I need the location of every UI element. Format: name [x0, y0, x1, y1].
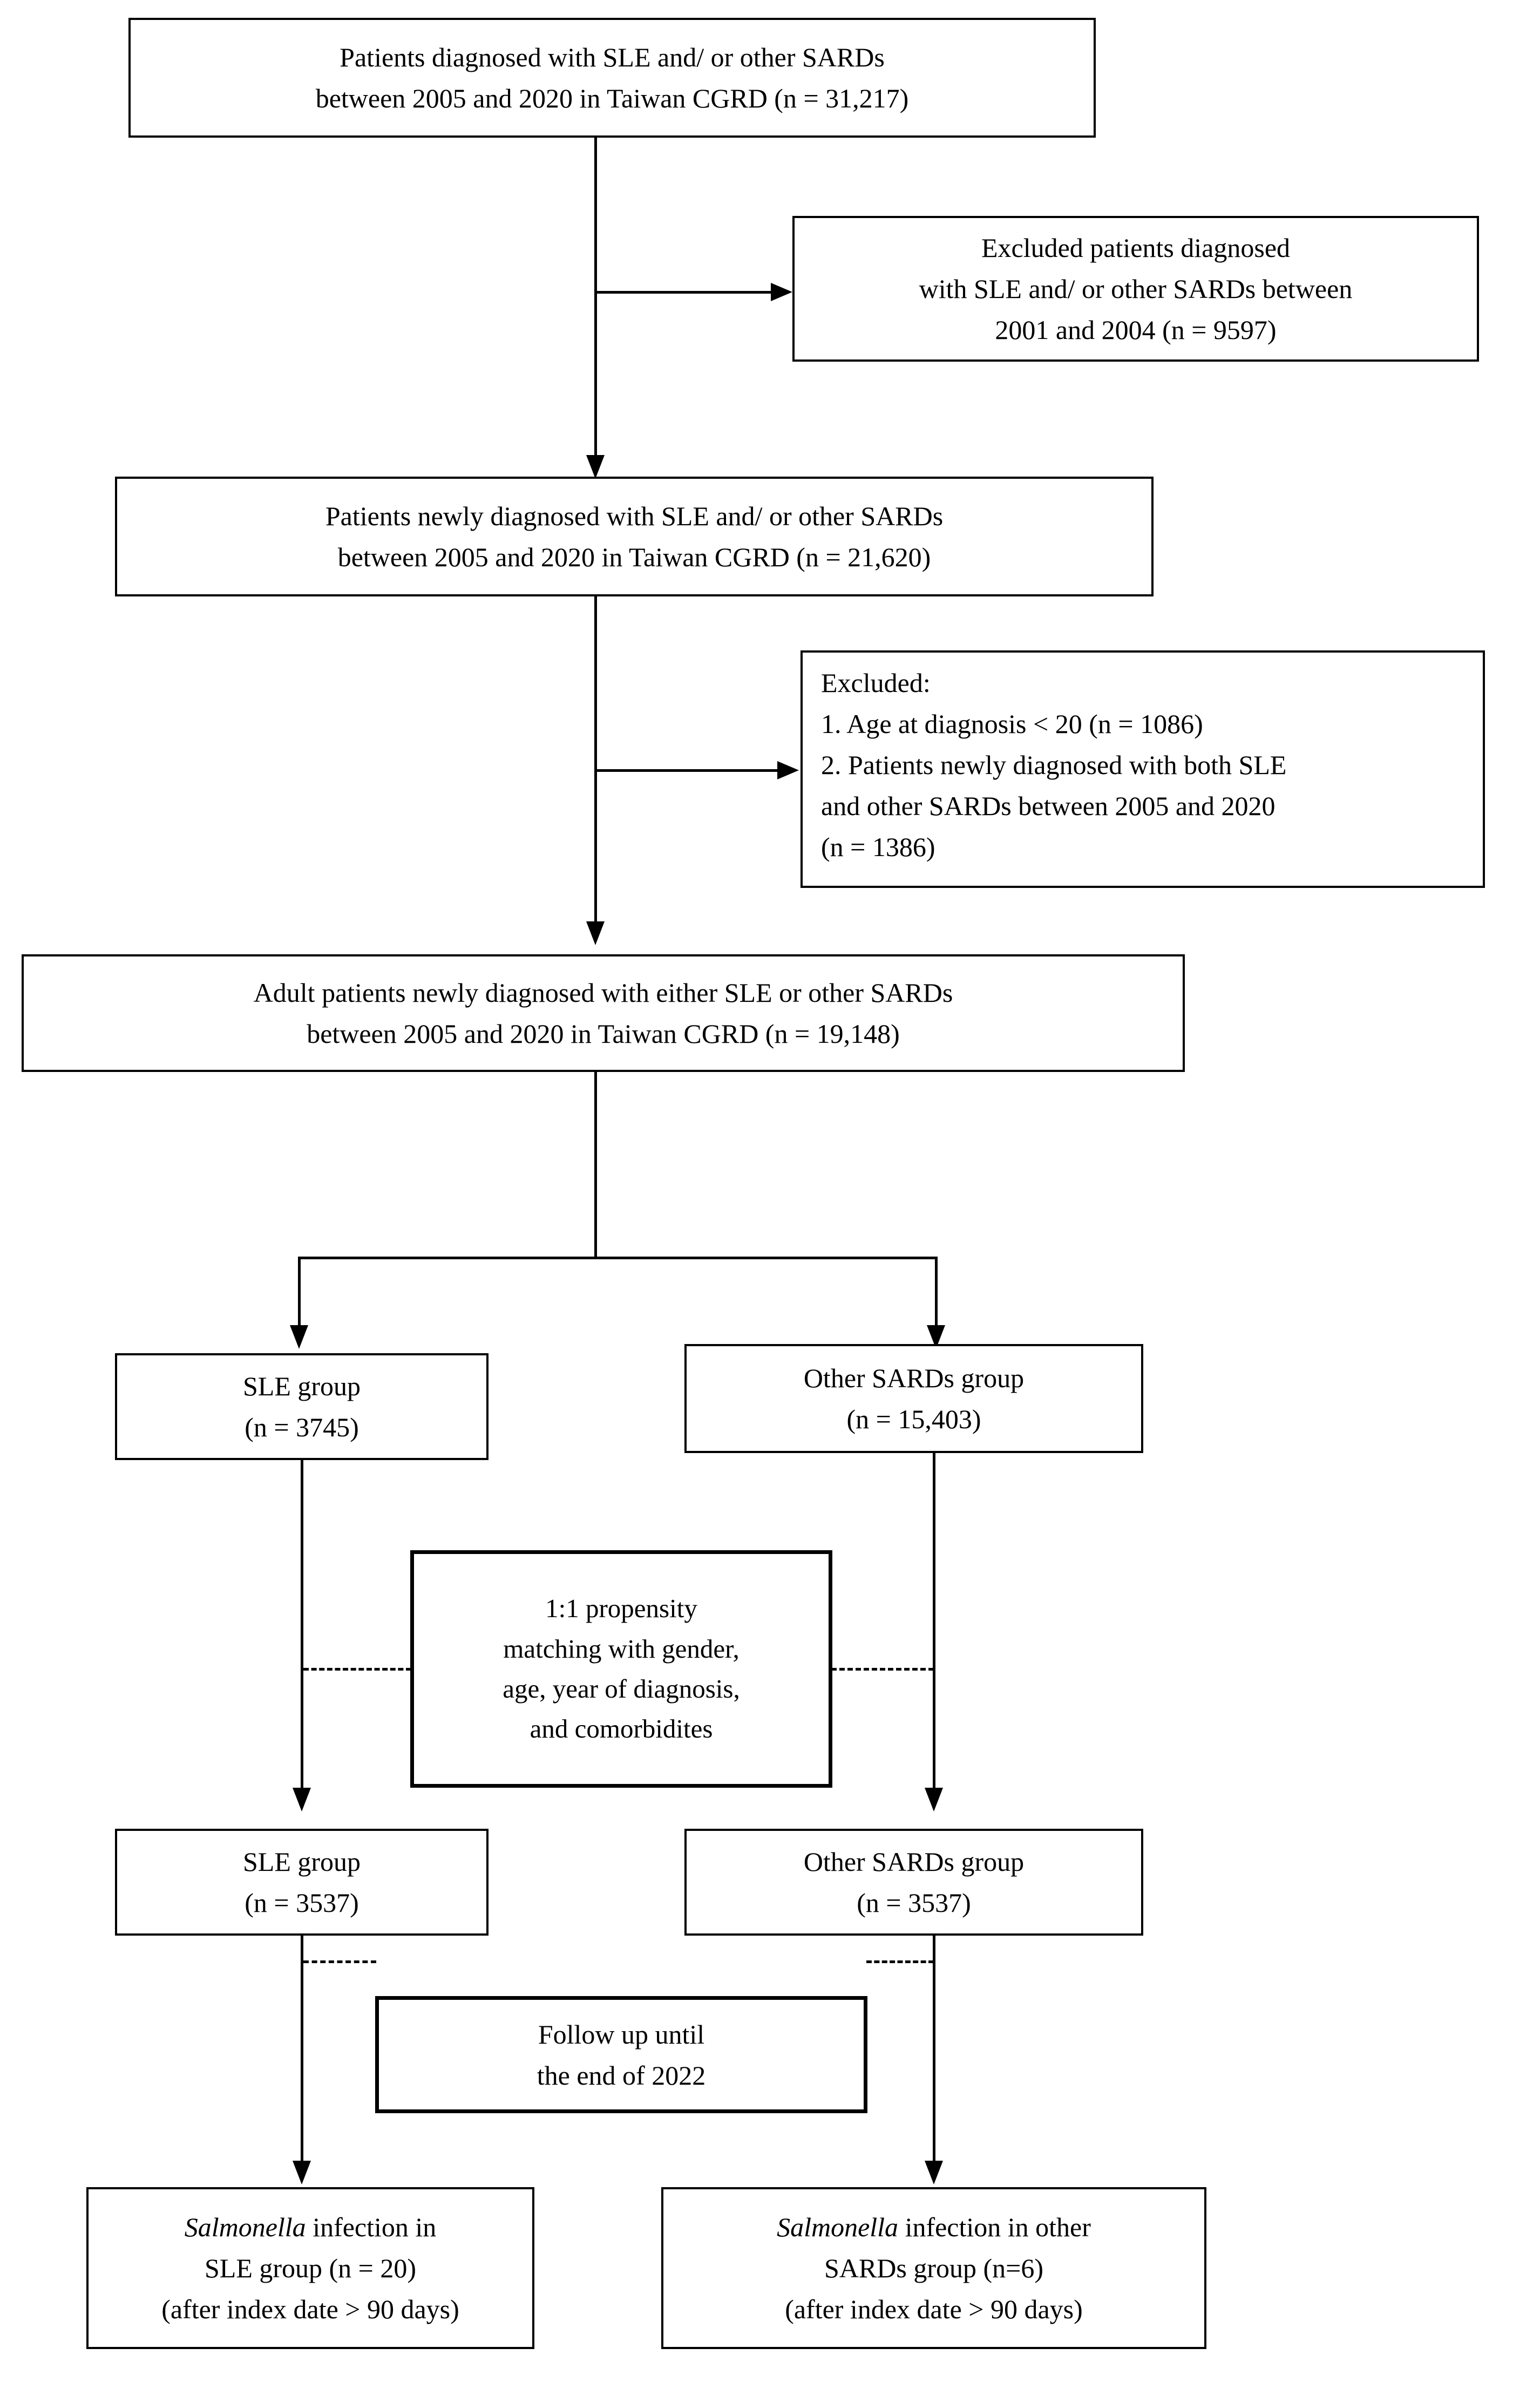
- connector-fork-bar: [298, 1257, 938, 1259]
- node-outcome-sle-line1: Salmonella infection in: [185, 2207, 437, 2248]
- arrow-sle-pre-to-post: [293, 1788, 311, 1811]
- node-sle-group-post-line2: (n = 3537): [245, 1888, 359, 1918]
- node-sle-group-post-line1: SLE group: [242, 1847, 361, 1877]
- node-adult-cohort-line2: between 2005 and 2020 in Taiwan CGRD (n …: [307, 1019, 900, 1049]
- arrow-source-to-excluded-prior: [771, 283, 792, 301]
- dash-right-to-matching: [831, 1668, 934, 1671]
- node-sle-group-pre: SLE group (n = 3745): [115, 1353, 489, 1460]
- node-outcome-sards-line1: Salmonella infection in other: [777, 2207, 1091, 2248]
- node-excluded-criteria-item2-line2: and other SARDs between 2005 and 2020: [821, 791, 1276, 821]
- node-adult-cohort: Adult patients newly diagnosed with eith…: [22, 954, 1185, 1072]
- pathogen-name-italic: Salmonella: [184, 2212, 306, 2242]
- node-sards-group-post: Other SARDs group (n = 3537): [684, 1829, 1143, 1936]
- node-outcome-sards-line3: (after index date > 90 days): [785, 2294, 1083, 2324]
- connector-sle-pre-to-post: [301, 1460, 303, 1797]
- node-adult-cohort-line1: Adult patients newly diagnosed with eith…: [253, 978, 953, 1008]
- node-excluded-criteria-item1: 1. Age at diagnosis < 20 (n = 1086): [821, 709, 1203, 739]
- node-propensity-matching-line2: matching with gender,: [503, 1633, 740, 1664]
- node-followup: Follow up until the end of 2022: [375, 1996, 867, 2113]
- connector-sards-pre-to-post: [933, 1453, 935, 1797]
- node-source-cohort-line1: Patients diagnosed with SLE and/ or othe…: [340, 42, 885, 72]
- node-sle-group-pre-line1: SLE group: [242, 1371, 361, 1401]
- node-sards-group-post-line1: Other SARDs group: [803, 1847, 1025, 1877]
- node-outcome-sards: Salmonella infection in other SARDs grou…: [661, 2187, 1206, 2349]
- node-sards-group-pre-line2: (n = 15,403): [846, 1404, 981, 1434]
- node-excluded-criteria-item2-line3: (n = 1386): [821, 832, 935, 862]
- node-excluded-criteria: Excluded: 1. Age at diagnosis < 20 (n = …: [800, 650, 1485, 888]
- connector-fork-left: [298, 1257, 301, 1332]
- arrow-sards-post-to-outcome: [925, 2161, 943, 2184]
- node-followup-line2: the end of 2022: [537, 2060, 706, 2091]
- node-source-cohort-line2: between 2005 and 2020 in Taiwan CGRD (n …: [315, 83, 909, 113]
- node-sle-group-post: SLE group (n = 3537): [115, 1829, 489, 1936]
- connector-sards-post-to-outcome: [933, 1936, 935, 2170]
- dash-right-to-followup: [866, 1960, 934, 1963]
- connector-adult-trunk: [594, 1072, 597, 1259]
- arrow-sards-pre-to-post: [925, 1788, 943, 1811]
- node-excluded-prior-line2: with SLE and/ or other SARDs between: [919, 274, 1353, 304]
- connector-source-to-newly: [594, 138, 597, 465]
- node-sle-group-pre-line2: (n = 3745): [245, 1412, 359, 1442]
- arrow-newly-to-adult: [586, 921, 605, 945]
- node-newly-diagnosed: Patients newly diagnosed with SLE and/ o…: [115, 477, 1154, 596]
- node-excluded-criteria-heading: Excluded:: [821, 668, 931, 698]
- dash-left-to-followup: [303, 1960, 376, 1963]
- arrow-newly-to-excluded-criteria: [777, 761, 799, 779]
- node-excluded-criteria-item2-line1: 2. Patients newly diagnosed with both SL…: [821, 750, 1287, 780]
- node-sards-group-post-line2: (n = 3537): [857, 1888, 971, 1918]
- node-sards-group-pre-line1: Other SARDs group: [803, 1363, 1025, 1393]
- node-outcome-sards-line2: SARDs group (n=6): [824, 2253, 1043, 2283]
- dash-left-to-matching: [303, 1668, 411, 1671]
- node-sards-group-pre: Other SARDs group (n = 15,403): [684, 1344, 1143, 1453]
- node-excluded-prior-line3: 2001 and 2004 (n = 9597): [995, 315, 1277, 345]
- node-propensity-matching-line4: and comorbidites: [530, 1714, 713, 1744]
- node-propensity-matching-line1: 1:1 propensity: [545, 1593, 697, 1624]
- node-excluded-prior-line1: Excluded patients diagnosed: [981, 233, 1291, 263]
- connector-newly-to-excluded-criteria: [594, 769, 783, 772]
- node-source-cohort: Patients diagnosed with SLE and/ or othe…: [128, 18, 1096, 138]
- connector-source-to-excluded-prior: [594, 291, 772, 294]
- node-outcome-sle-line2: SLE group (n = 20): [204, 2253, 417, 2283]
- connector-sle-post-to-outcome: [301, 1936, 303, 2170]
- node-outcome-sle: Salmonella infection in SLE group (n = 2…: [86, 2187, 534, 2349]
- node-propensity-matching-line3: age, year of diagnosis,: [503, 1674, 740, 1704]
- arrow-sle-post-to-outcome: [293, 2161, 311, 2184]
- node-newly-diagnosed-line1: Patients newly diagnosed with SLE and/ o…: [325, 501, 944, 531]
- connector-newly-to-adult: [594, 596, 597, 931]
- node-outcome-sle-line1-rest: infection in: [306, 2212, 437, 2242]
- arrow-fork-left: [290, 1325, 308, 1349]
- node-outcome-sle-line3: (after index date > 90 days): [161, 2294, 459, 2324]
- node-outcome-sards-line1-rest: infection in other: [898, 2212, 1091, 2242]
- pathogen-name-italic: Salmonella: [777, 2212, 899, 2242]
- arrow-source-to-newly: [586, 455, 605, 479]
- connector-fork-right: [935, 1257, 938, 1332]
- node-excluded-prior: Excluded patients diagnosed with SLE and…: [792, 216, 1479, 362]
- node-followup-line1: Follow up until: [538, 2019, 705, 2050]
- node-propensity-matching: 1:1 propensity matching with gender, age…: [410, 1550, 832, 1788]
- node-newly-diagnosed-line2: between 2005 and 2020 in Taiwan CGRD (n …: [337, 542, 931, 572]
